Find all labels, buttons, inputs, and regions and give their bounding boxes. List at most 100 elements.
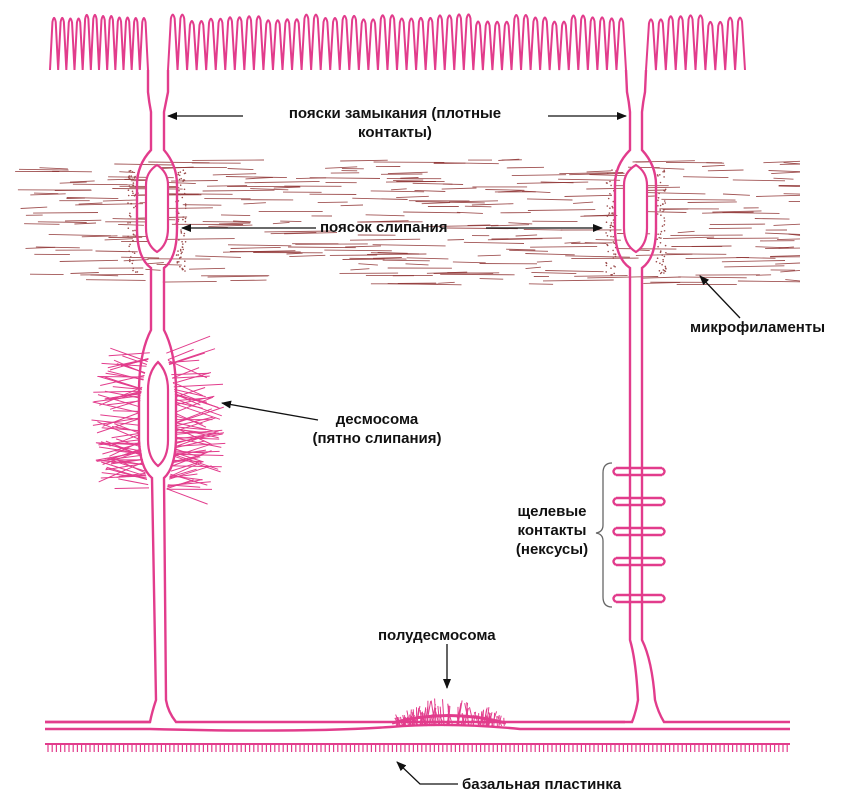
desmosome-spike (166, 336, 210, 353)
microfilament (708, 170, 744, 171)
plaque-dot (185, 241, 187, 243)
plaque-dot (129, 178, 131, 180)
plaque-dot (605, 232, 607, 234)
plaque-dot (133, 207, 135, 209)
plaque-dot (130, 170, 132, 172)
plaque-dot (129, 261, 131, 263)
plaque-dot (607, 215, 609, 217)
plaque-dot (660, 242, 662, 244)
plaque-dot (134, 230, 136, 232)
microfilament (784, 163, 800, 164)
plaque-dot (184, 270, 186, 272)
microfilament (38, 222, 87, 223)
microvilli-right (646, 15, 745, 70)
plaque-dot (127, 222, 129, 224)
plaque-dot (657, 205, 659, 207)
left-belt-cavity (146, 165, 168, 252)
microfilament (171, 181, 218, 182)
microfilament (325, 167, 357, 169)
plaque-dot (607, 235, 609, 237)
plaque-dot (611, 206, 613, 208)
plaque-dot (665, 245, 667, 247)
microfilament (318, 202, 348, 203)
plaque-dot (606, 182, 608, 184)
plaque-dot (607, 251, 609, 253)
hemidesmosome-spike (486, 716, 487, 727)
plaque-dot (132, 191, 134, 193)
desmosome-spike (108, 371, 144, 380)
microfilament (771, 172, 800, 174)
microfilament (274, 187, 301, 188)
microfilament (371, 191, 424, 192)
plaque-dot (607, 172, 609, 174)
plaque-dot (664, 220, 666, 222)
microfilament (636, 254, 693, 255)
microfilament (453, 262, 486, 263)
microfilament (366, 215, 405, 216)
plaque-dot (185, 221, 187, 223)
plaque-dot (660, 237, 662, 239)
plaque-dot (178, 254, 180, 256)
microfilament (516, 235, 538, 236)
microfilament (30, 194, 65, 195)
plaque-dot (177, 174, 179, 176)
microfilament (208, 225, 252, 226)
microfilament (373, 258, 402, 259)
microvilli (50, 14, 745, 70)
plaque-dot (614, 242, 616, 244)
microfilament (231, 247, 281, 248)
plaque-dot (611, 222, 613, 224)
microfilament (203, 190, 275, 191)
gap-channel-end (662, 558, 665, 565)
basal-membrane-lower (45, 725, 790, 731)
plaque-dot (660, 233, 662, 235)
plaque-dot (177, 262, 179, 264)
adhesion-belt-label: поясок слипания (320, 218, 448, 237)
plaque-dot (129, 215, 131, 217)
plaque-dot (180, 194, 182, 196)
microfilament (438, 282, 455, 283)
plaque-dot (614, 266, 616, 268)
microfilament (203, 222, 251, 223)
microfilament (641, 277, 681, 278)
microfilament (82, 236, 118, 237)
plaque-dot (182, 216, 184, 218)
plaque-dot (184, 189, 186, 191)
plaque-dot (664, 200, 666, 202)
basal-lamina-label: базальная пластинка (462, 775, 621, 794)
microfilament (512, 175, 566, 176)
microfilament (213, 174, 256, 175)
desmosome-spike (173, 382, 203, 395)
microfilament (40, 168, 68, 169)
plaque-dot (606, 244, 608, 246)
microfilament (230, 280, 266, 281)
arrow-basal-lamina (397, 762, 458, 784)
microfilament (508, 223, 532, 224)
microfilament (688, 202, 737, 203)
microfilament (529, 284, 553, 285)
plaque-dot (132, 270, 134, 272)
microfilament (710, 224, 765, 225)
microfilament (722, 213, 779, 214)
plaque-dot (129, 259, 131, 261)
plaque-dot (610, 230, 612, 232)
plaque-dot (661, 231, 663, 233)
plaque-dot (181, 241, 183, 243)
microfilament (663, 237, 714, 239)
microfilament (19, 169, 69, 170)
plaque-dot (662, 261, 664, 263)
microfilament (525, 254, 574, 255)
microfilament (574, 276, 627, 277)
microfilament (148, 162, 209, 163)
plaque-dot (130, 175, 132, 177)
plaque-dot (663, 217, 665, 219)
plaque-dot (610, 224, 612, 226)
microfilament (273, 222, 290, 223)
plaque-dot (183, 169, 185, 171)
microfilament (383, 260, 430, 261)
plaque-dot (605, 271, 607, 273)
microfilament (33, 213, 98, 214)
microfilament (391, 189, 407, 190)
plaque-dot (180, 178, 182, 180)
plaque-dot (182, 249, 184, 251)
